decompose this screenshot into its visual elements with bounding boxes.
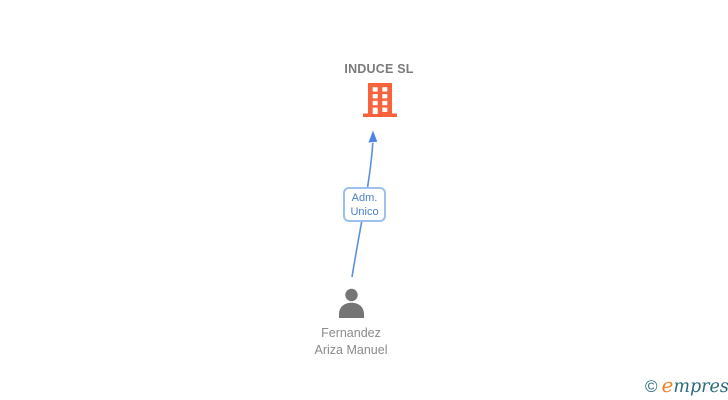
person-icon[interactable] bbox=[338, 288, 365, 318]
brand-wordmark: empresia bbox=[662, 375, 728, 397]
relationship-label-box: Adm. Unico bbox=[343, 187, 386, 222]
relationship-label-line2: Unico bbox=[350, 205, 379, 218]
brand-letter-e: e bbox=[661, 373, 674, 398]
person-node-label[interactable]: Fernandez Ariza Manuel bbox=[296, 325, 406, 359]
brand-rest: mpresia bbox=[673, 377, 728, 398]
relationship-label-line1: Adm. bbox=[351, 191, 378, 204]
person-name-line1: Fernandez bbox=[321, 326, 381, 340]
person-name-line2: Ariza Manuel bbox=[314, 343, 388, 357]
building-icon[interactable] bbox=[362, 82, 398, 118]
empresia-logo[interactable]: © empresia bbox=[645, 373, 728, 399]
company-node-label[interactable]: INDUCE SL bbox=[344, 62, 414, 76]
copyright-icon: © bbox=[645, 376, 658, 396]
